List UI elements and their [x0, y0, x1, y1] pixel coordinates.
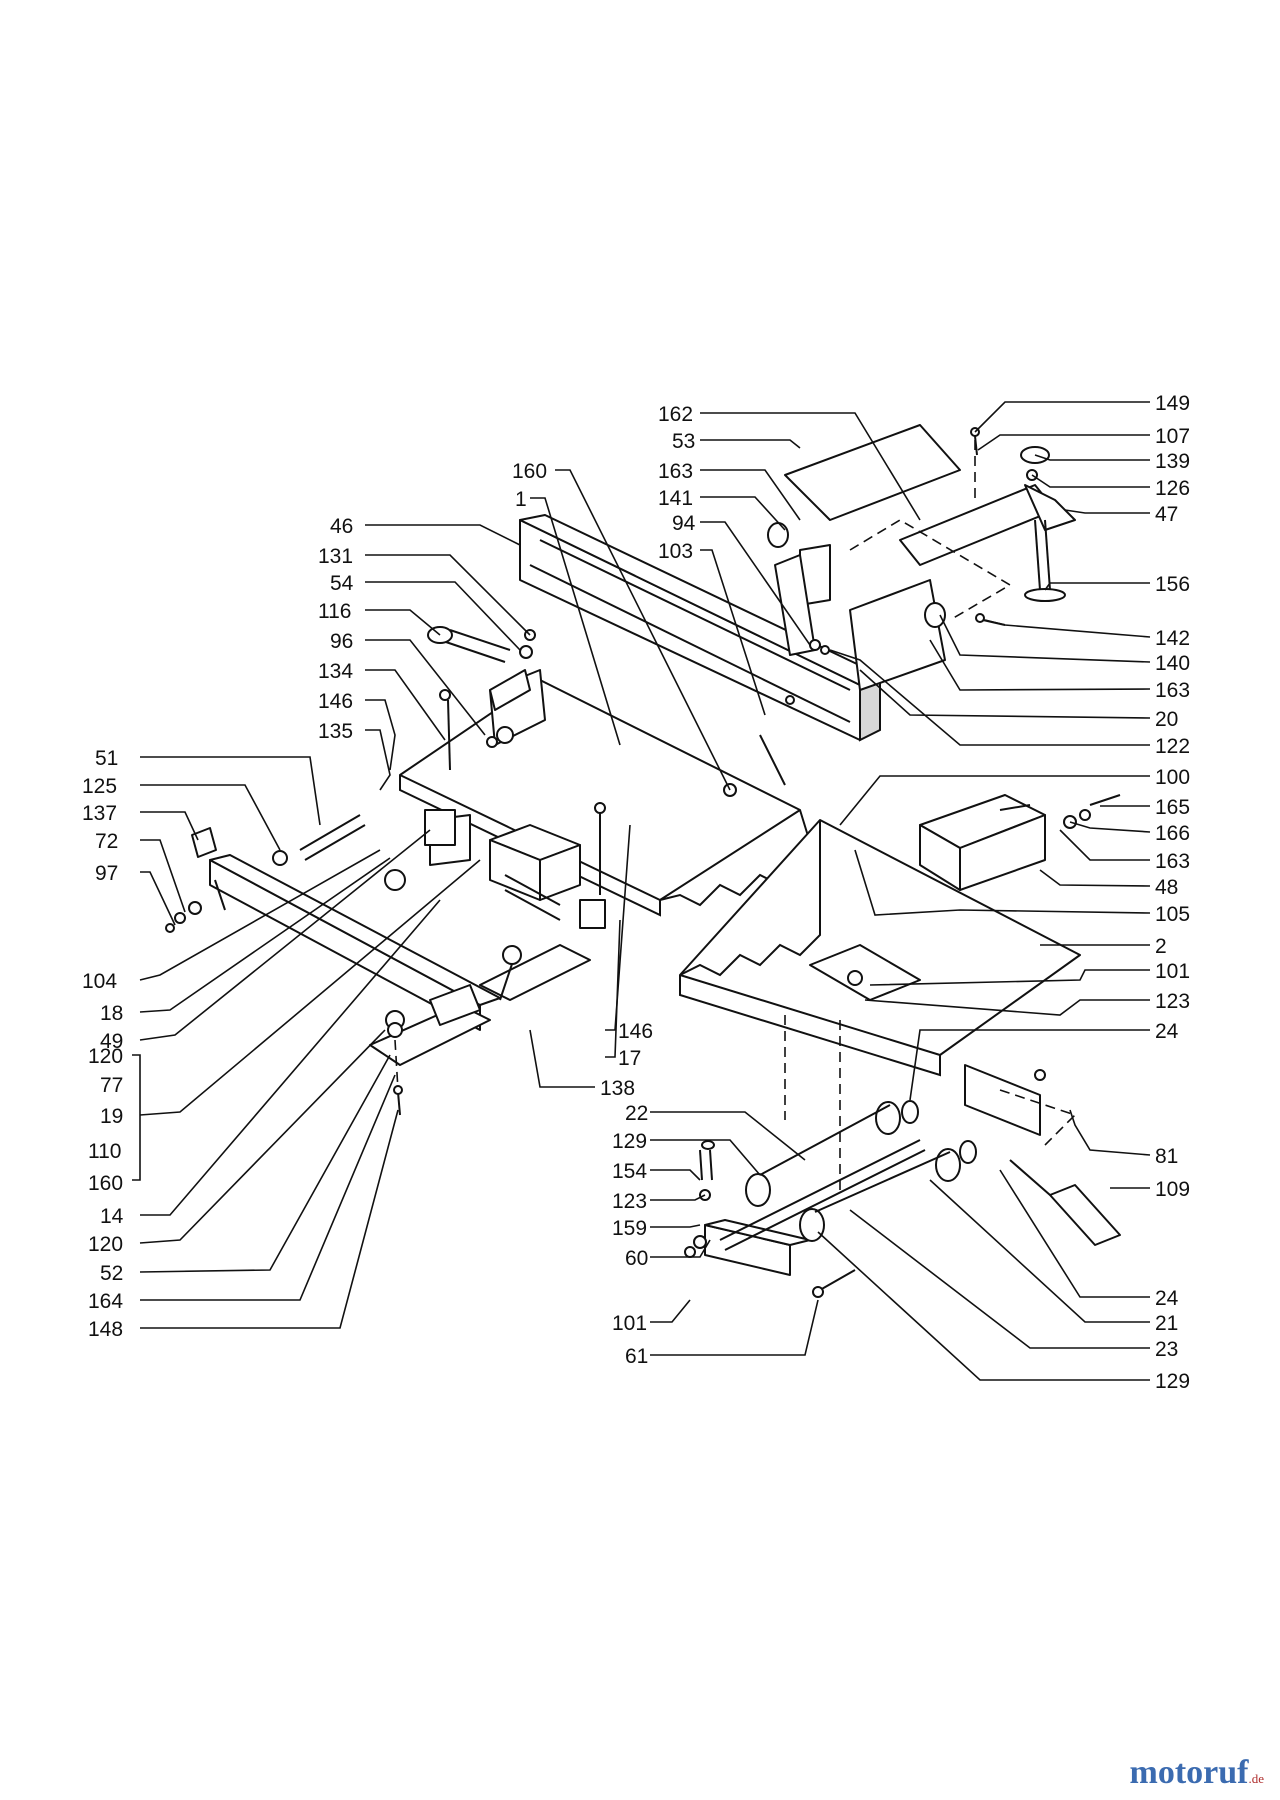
label-141: 141: [658, 487, 693, 510]
label-54: 54: [330, 572, 354, 595]
label-126: 126: [1155, 477, 1190, 500]
label-22: 22: [625, 1102, 648, 1125]
label-166: 166: [1155, 822, 1190, 845]
label-116: 116: [318, 600, 351, 623]
label-103: 103: [658, 540, 693, 563]
label-140: 140: [1155, 652, 1190, 675]
label-105: 105: [1155, 903, 1190, 926]
label-142: 142: [1155, 627, 1190, 650]
label-122: 122: [1155, 735, 1190, 758]
outfeed-table: [679, 819, 1081, 1077]
label-53: 53: [672, 430, 695, 453]
label-123-a: 123: [1155, 990, 1190, 1013]
label-131: 131: [318, 545, 353, 568]
label-104: 104: [82, 970, 117, 993]
label-23: 23: [1155, 1338, 1178, 1361]
label-48: 48: [1155, 876, 1178, 899]
label-156: 156: [1155, 573, 1190, 596]
label-120-a: 120: [88, 1045, 123, 1068]
label-134: 134: [318, 660, 353, 683]
label-110: 110: [88, 1140, 121, 1163]
label-1: 1: [515, 488, 527, 511]
label-51: 51: [95, 747, 118, 770]
label-146-b: 146: [618, 1020, 653, 1043]
part-labels: 149 107 139 126 47 156 142 140 163 20 12…: [82, 392, 1190, 1393]
label-72: 72: [95, 830, 118, 853]
label-24-a: 24: [1155, 1020, 1179, 1043]
label-47: 47: [1155, 503, 1178, 526]
label-20: 20: [1155, 708, 1178, 731]
label-101-a: 101: [1155, 960, 1190, 983]
label-163-c: 163: [658, 460, 693, 483]
label-139: 139: [1155, 450, 1190, 473]
label-125: 125: [82, 775, 117, 798]
label-49: 49: [100, 1030, 123, 1053]
fence-bracket-assembly: [767, 424, 1076, 691]
pins: [387, 1022, 403, 1116]
label-24-b: 24: [1155, 1287, 1179, 1310]
label-101-b: 101: [612, 1312, 647, 1335]
label-146-a: 146: [318, 690, 353, 713]
label-160-b: 160: [88, 1172, 123, 1195]
label-107: 107: [1155, 425, 1190, 448]
label-81: 81: [1155, 1145, 1178, 1168]
handle: [427, 626, 536, 748]
label-14: 14: [100, 1205, 124, 1228]
lower-linkage: [684, 1015, 1121, 1298]
label-17: 17: [618, 1047, 641, 1070]
label-97: 97: [95, 862, 118, 885]
label-129-a: 129: [1155, 1370, 1190, 1393]
label-138: 138: [600, 1077, 635, 1100]
label-154: 154: [612, 1160, 647, 1183]
label-159: 159: [612, 1217, 647, 1240]
label-18: 18: [100, 1002, 123, 1025]
brand-suffix: .de: [1248, 1771, 1264, 1786]
label-100: 100: [1155, 766, 1190, 789]
label-120-b: 120: [88, 1233, 123, 1256]
watermark-logo: motoruf.de: [1130, 1754, 1265, 1792]
label-2: 2: [1155, 935, 1167, 958]
label-160-a: 160: [512, 460, 547, 483]
label-165: 165: [1155, 796, 1190, 819]
label-129-b: 129: [612, 1130, 647, 1153]
label-77: 77: [100, 1074, 123, 1097]
label-123-b: 123: [612, 1190, 647, 1213]
left-small-parts: [165, 689, 606, 933]
label-135: 135: [318, 720, 353, 743]
label-96: 96: [330, 630, 353, 653]
label-52: 52: [100, 1262, 123, 1285]
bracket-48: [919, 794, 1121, 891]
brand-name: motoruf: [1129, 1754, 1249, 1791]
label-19: 19: [100, 1105, 123, 1128]
label-21: 21: [1155, 1312, 1178, 1335]
label-164: 164: [88, 1290, 123, 1313]
leader-lines: [132, 401, 1151, 1381]
label-60: 60: [625, 1247, 648, 1270]
label-163-b: 163: [1155, 850, 1190, 873]
label-94: 94: [672, 512, 696, 535]
label-46: 46: [330, 515, 353, 538]
label-61: 61: [625, 1345, 648, 1368]
label-137: 137: [82, 802, 117, 825]
label-162: 162: [658, 403, 693, 426]
label-148: 148: [88, 1318, 123, 1341]
label-109: 109: [1155, 1178, 1190, 1201]
label-163-a: 163: [1155, 679, 1190, 702]
label-149: 149: [1155, 392, 1190, 415]
